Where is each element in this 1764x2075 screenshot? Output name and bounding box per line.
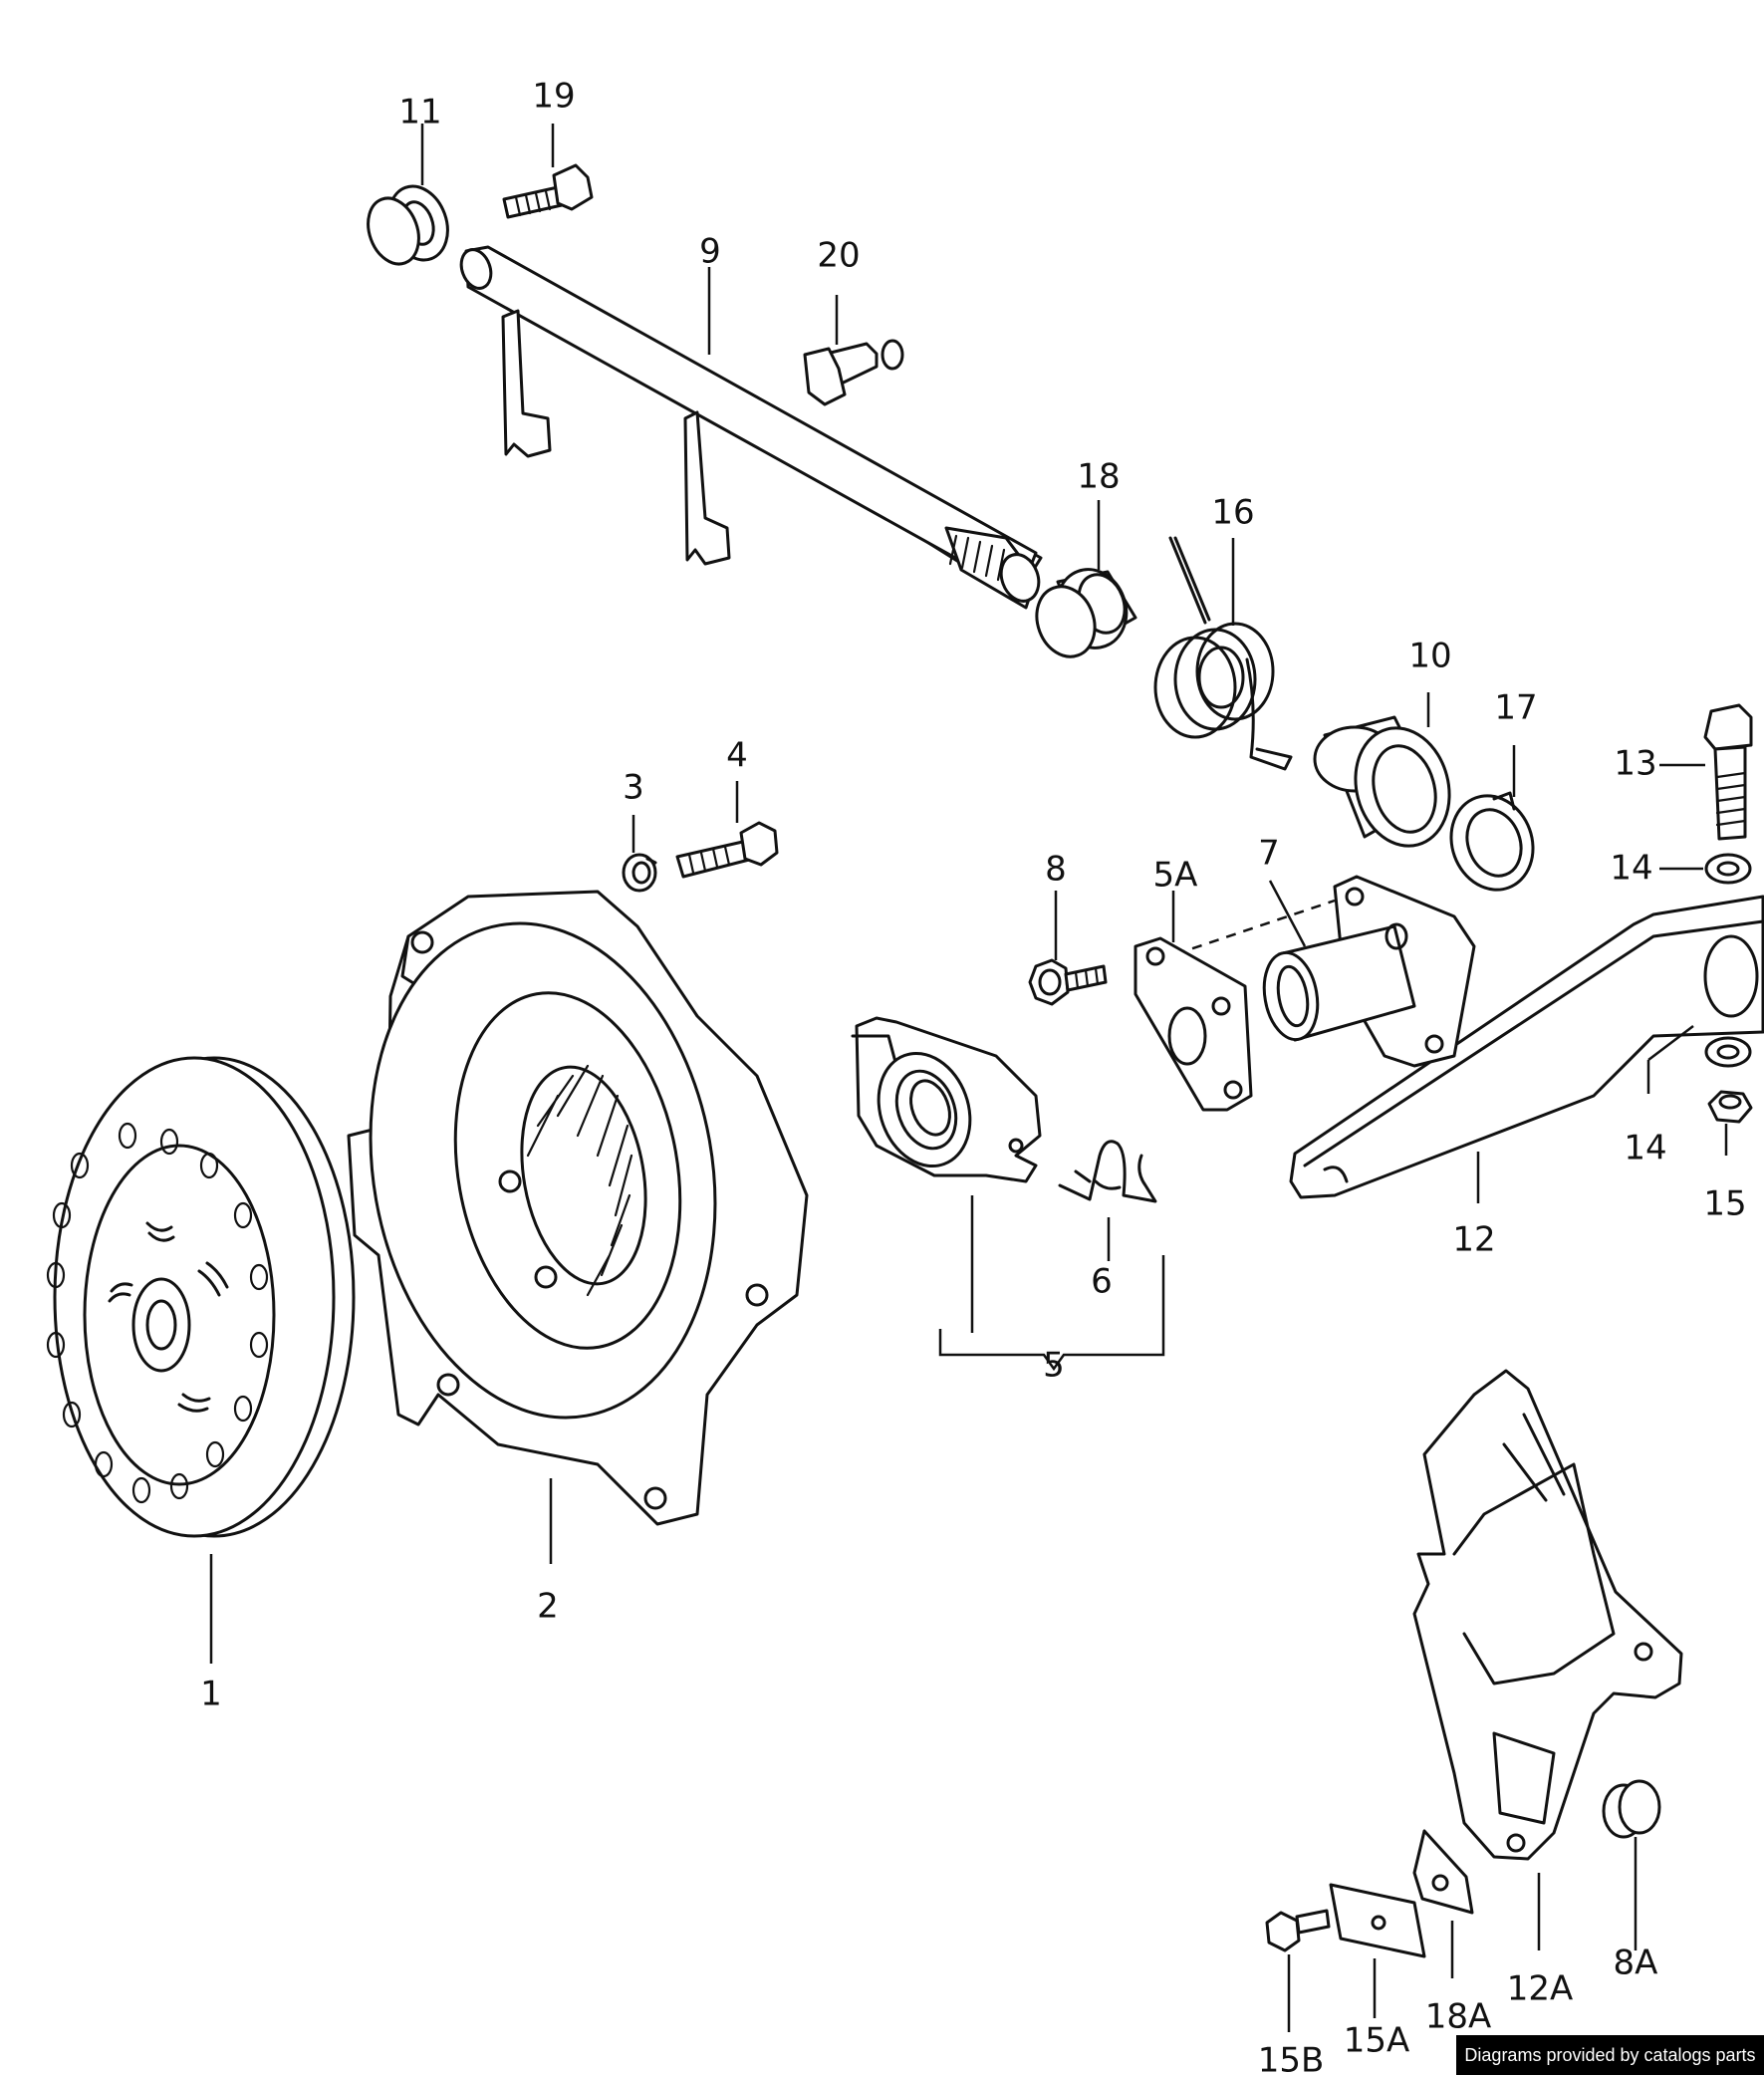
part-15b-bolt	[1265, 1909, 1331, 1952]
callout-19: 19	[532, 77, 575, 117]
callout-8: 8	[1045, 850, 1067, 890]
callout-6: 6	[1091, 1262, 1113, 1302]
part-18a-shim	[1412, 1829, 1474, 1915]
part-8a-plug	[1602, 1779, 1661, 1839]
callout-7: 7	[1258, 834, 1280, 874]
part-19-bolt	[502, 163, 594, 219]
part-17-circlip	[1449, 791, 1535, 892]
callout-14-bottom: 14	[1624, 1129, 1666, 1168]
part-7-guide-sleeve	[1174, 875, 1476, 1068]
callout-12: 12	[1452, 1220, 1495, 1260]
callout-12a: 12A	[1507, 1969, 1574, 2009]
part-15a-plate	[1329, 1883, 1426, 1958]
part-3-lock-washer	[622, 853, 657, 893]
part-14-washer-bottom	[1704, 1036, 1752, 1068]
callout-20: 20	[817, 236, 860, 276]
callout-15b: 15B	[1258, 2041, 1325, 2075]
callout-labels: 11 19 9 20 18 16 10 17 13 14 3 4 8 5A 7 …	[200, 77, 1746, 2075]
part-12-release-lever	[1289, 895, 1764, 1199]
callout-2: 2	[537, 1587, 559, 1627]
part-4-bolt	[675, 821, 779, 879]
part-8-bolt	[1028, 958, 1108, 1006]
part-10-collar	[1313, 715, 1451, 848]
part-9-shaft	[459, 245, 1043, 610]
part-12a-bracket	[1412, 1369, 1683, 1861]
part-1-clutch-disc	[46, 1056, 356, 1538]
part-5a-gasket	[1134, 936, 1253, 1112]
callout-13: 13	[1614, 744, 1656, 784]
leader-lines	[209, 124, 1728, 2032]
callout-8a: 8A	[1614, 1944, 1658, 1983]
callout-11: 11	[398, 93, 441, 132]
callout-3: 3	[623, 768, 644, 808]
callout-5: 5	[1043, 1346, 1065, 1386]
callout-10: 10	[1408, 637, 1451, 676]
part-13-bolt	[1703, 703, 1753, 841]
callout-1: 1	[200, 1675, 222, 1714]
callout-15a: 15A	[1344, 2021, 1410, 2061]
part-6-clip	[1058, 1140, 1157, 1203]
part-2-pressure-plate	[347, 890, 809, 1526]
part-14-washer-top	[1704, 853, 1752, 885]
part-5-release-bearing	[851, 1016, 1042, 1183]
callout-18: 18	[1077, 457, 1120, 497]
credit-banner: Diagrams provided by catalogs parts	[1456, 2035, 1764, 2075]
callout-17: 17	[1494, 688, 1537, 728]
callout-14-top: 14	[1610, 849, 1652, 889]
part-11-bushing	[367, 184, 449, 266]
part-16-spring	[1153, 536, 1293, 771]
callout-4: 4	[726, 736, 748, 776]
part-18-bushing	[1035, 568, 1137, 658]
callout-16: 16	[1211, 493, 1254, 533]
callout-9: 9	[699, 232, 721, 272]
part-20-pin	[803, 339, 904, 406]
callout-15: 15	[1703, 1184, 1746, 1224]
callout-18a: 18A	[1425, 1997, 1492, 2037]
callout-5a: 5A	[1153, 856, 1198, 896]
part-15-nut	[1707, 1090, 1753, 1124]
